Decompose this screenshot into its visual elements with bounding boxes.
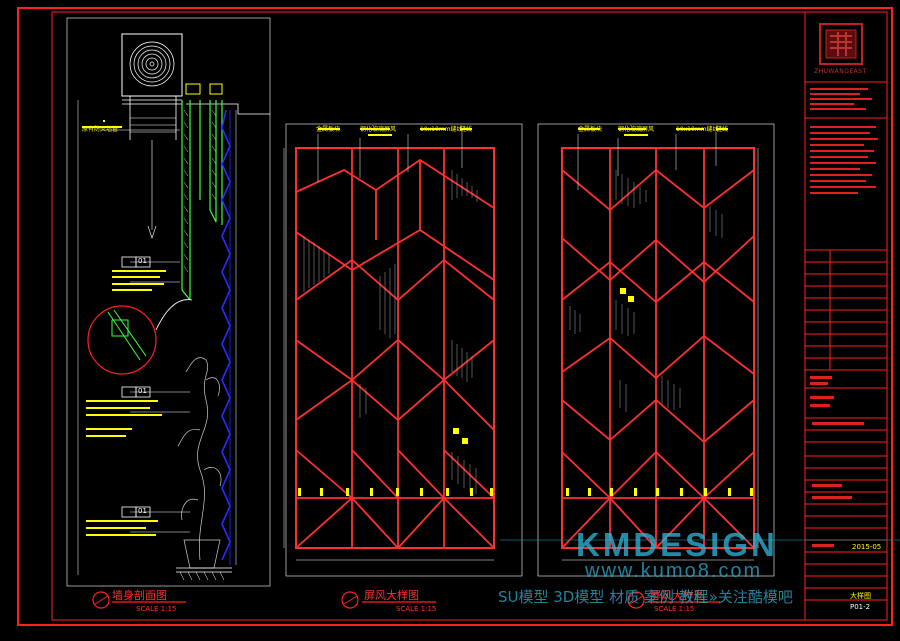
section-scale: SCALE 1:15 [136,605,177,613]
title-block-logo-text: ZHUWANGEAST [814,68,867,75]
screen-elevation-right [537,123,775,609]
screen-label-a-right: 金属板块 [578,126,603,133]
blue-zigzag-line [221,109,231,561]
watermark-url: www.kumo8.com [585,560,763,582]
ventilation-fan-icon [121,33,183,97]
ref-number-2: 01 [138,387,147,395]
screen-elevation-left [283,123,523,609]
wall-section-view [66,17,271,609]
screen-left-title: 屏风大样图 [364,589,419,602]
left-top-note: 原有防火墙管 [82,126,119,133]
screen-right-scale: SCALE 1:15 [654,605,695,613]
screen-left-scale: SCALE 1:15 [396,605,437,613]
title-block [804,11,888,621]
outer-frame [17,7,893,626]
screen-label-b-right: 钢化玻璃屏风 [618,126,655,133]
detail-callout-circle [87,305,157,375]
screen-label-b-left: 钢化玻璃屏风 [360,126,397,133]
section-title-marker [92,591,110,609]
title-block-project: 大样图 [850,592,871,600]
plant-icon [177,357,222,569]
section-title: 墙身剖面图 [112,589,167,602]
ref-number-1: 01 [138,257,147,265]
ref-number-3: 01 [138,507,147,515]
title-block-date: 2015-05 [852,543,882,551]
title-block-sheet-no: P01-2 [850,603,871,611]
screen-label-c-left: 10x10mm缝线 [420,126,463,133]
screen-label-c-right: 10x10mm缝线 [676,126,719,133]
screen-label-a-left: 金属板块 [316,126,341,133]
watermark-brand: KMDESIGN [576,526,778,563]
screen-label-d-right: 缝线 [716,126,729,133]
watermark-tagline: SU模型 3D模型 材质 案例 教程»关注酷模吧 [498,588,793,606]
screen-right-title: 屏风大样图 [650,589,705,602]
logo-seal-icon [819,23,863,65]
screen-label-d-left: 缝线 [460,126,473,133]
